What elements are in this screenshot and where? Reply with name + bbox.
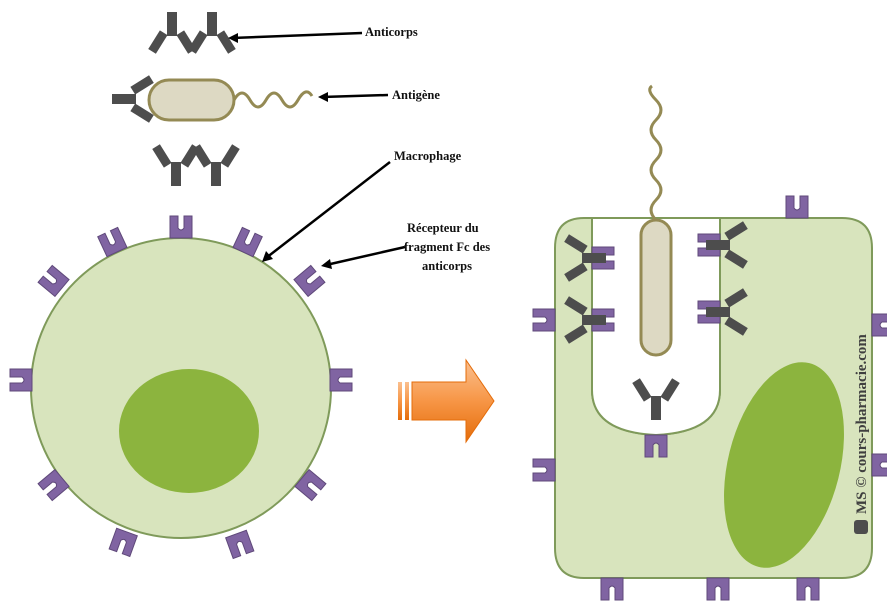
- macrophage-cell: [31, 238, 331, 538]
- fc-receptor: [330, 369, 352, 391]
- fc-receptor: [872, 314, 887, 336]
- antibody: [192, 144, 240, 186]
- label-receptor-line1: Récepteur du: [407, 221, 479, 235]
- fc-receptor: [601, 578, 623, 600]
- label-macrophage: Macrophage: [394, 149, 462, 163]
- antibody: [148, 12, 196, 54]
- fc-receptor: [797, 578, 819, 600]
- svg-text:MS © cours-pharmacie.com: MS © cours-pharmacie.com: [854, 334, 870, 514]
- antibody: [188, 12, 236, 54]
- antigen: [149, 80, 234, 120]
- fc-receptor: [533, 459, 555, 481]
- fc-receptor: [38, 265, 69, 296]
- label-antigen: Antigène: [392, 88, 440, 102]
- macrophage-cell-engulfing: [555, 218, 872, 580]
- fc-receptor: [707, 578, 729, 600]
- watermark: MS © cours-pharmacie.com: [854, 334, 870, 534]
- annotations: Anticorps Antigène Macrophage Récepteur …: [228, 25, 490, 273]
- fc-receptor: [109, 528, 137, 556]
- fc-receptor: [786, 196, 808, 218]
- opsonized-antigen-left: [112, 12, 312, 186]
- label-antibody: Anticorps: [365, 25, 418, 39]
- flagellum: [234, 92, 312, 107]
- antigen: [641, 220, 671, 355]
- label-receptor-line3: anticorps: [422, 259, 472, 273]
- antibody: [152, 144, 200, 186]
- fc-receptor: [10, 369, 32, 391]
- fc-receptor: [170, 216, 192, 238]
- label-receptor-line2: fragment Fc des: [404, 240, 490, 254]
- fc-receptor: [872, 454, 887, 476]
- fc-receptor: [294, 265, 325, 296]
- right-arrow-icon: [398, 360, 494, 442]
- fc-receptor: [226, 530, 254, 558]
- flagellum: [650, 86, 661, 220]
- fc-receptor: [533, 309, 555, 331]
- nucleus: [119, 369, 259, 493]
